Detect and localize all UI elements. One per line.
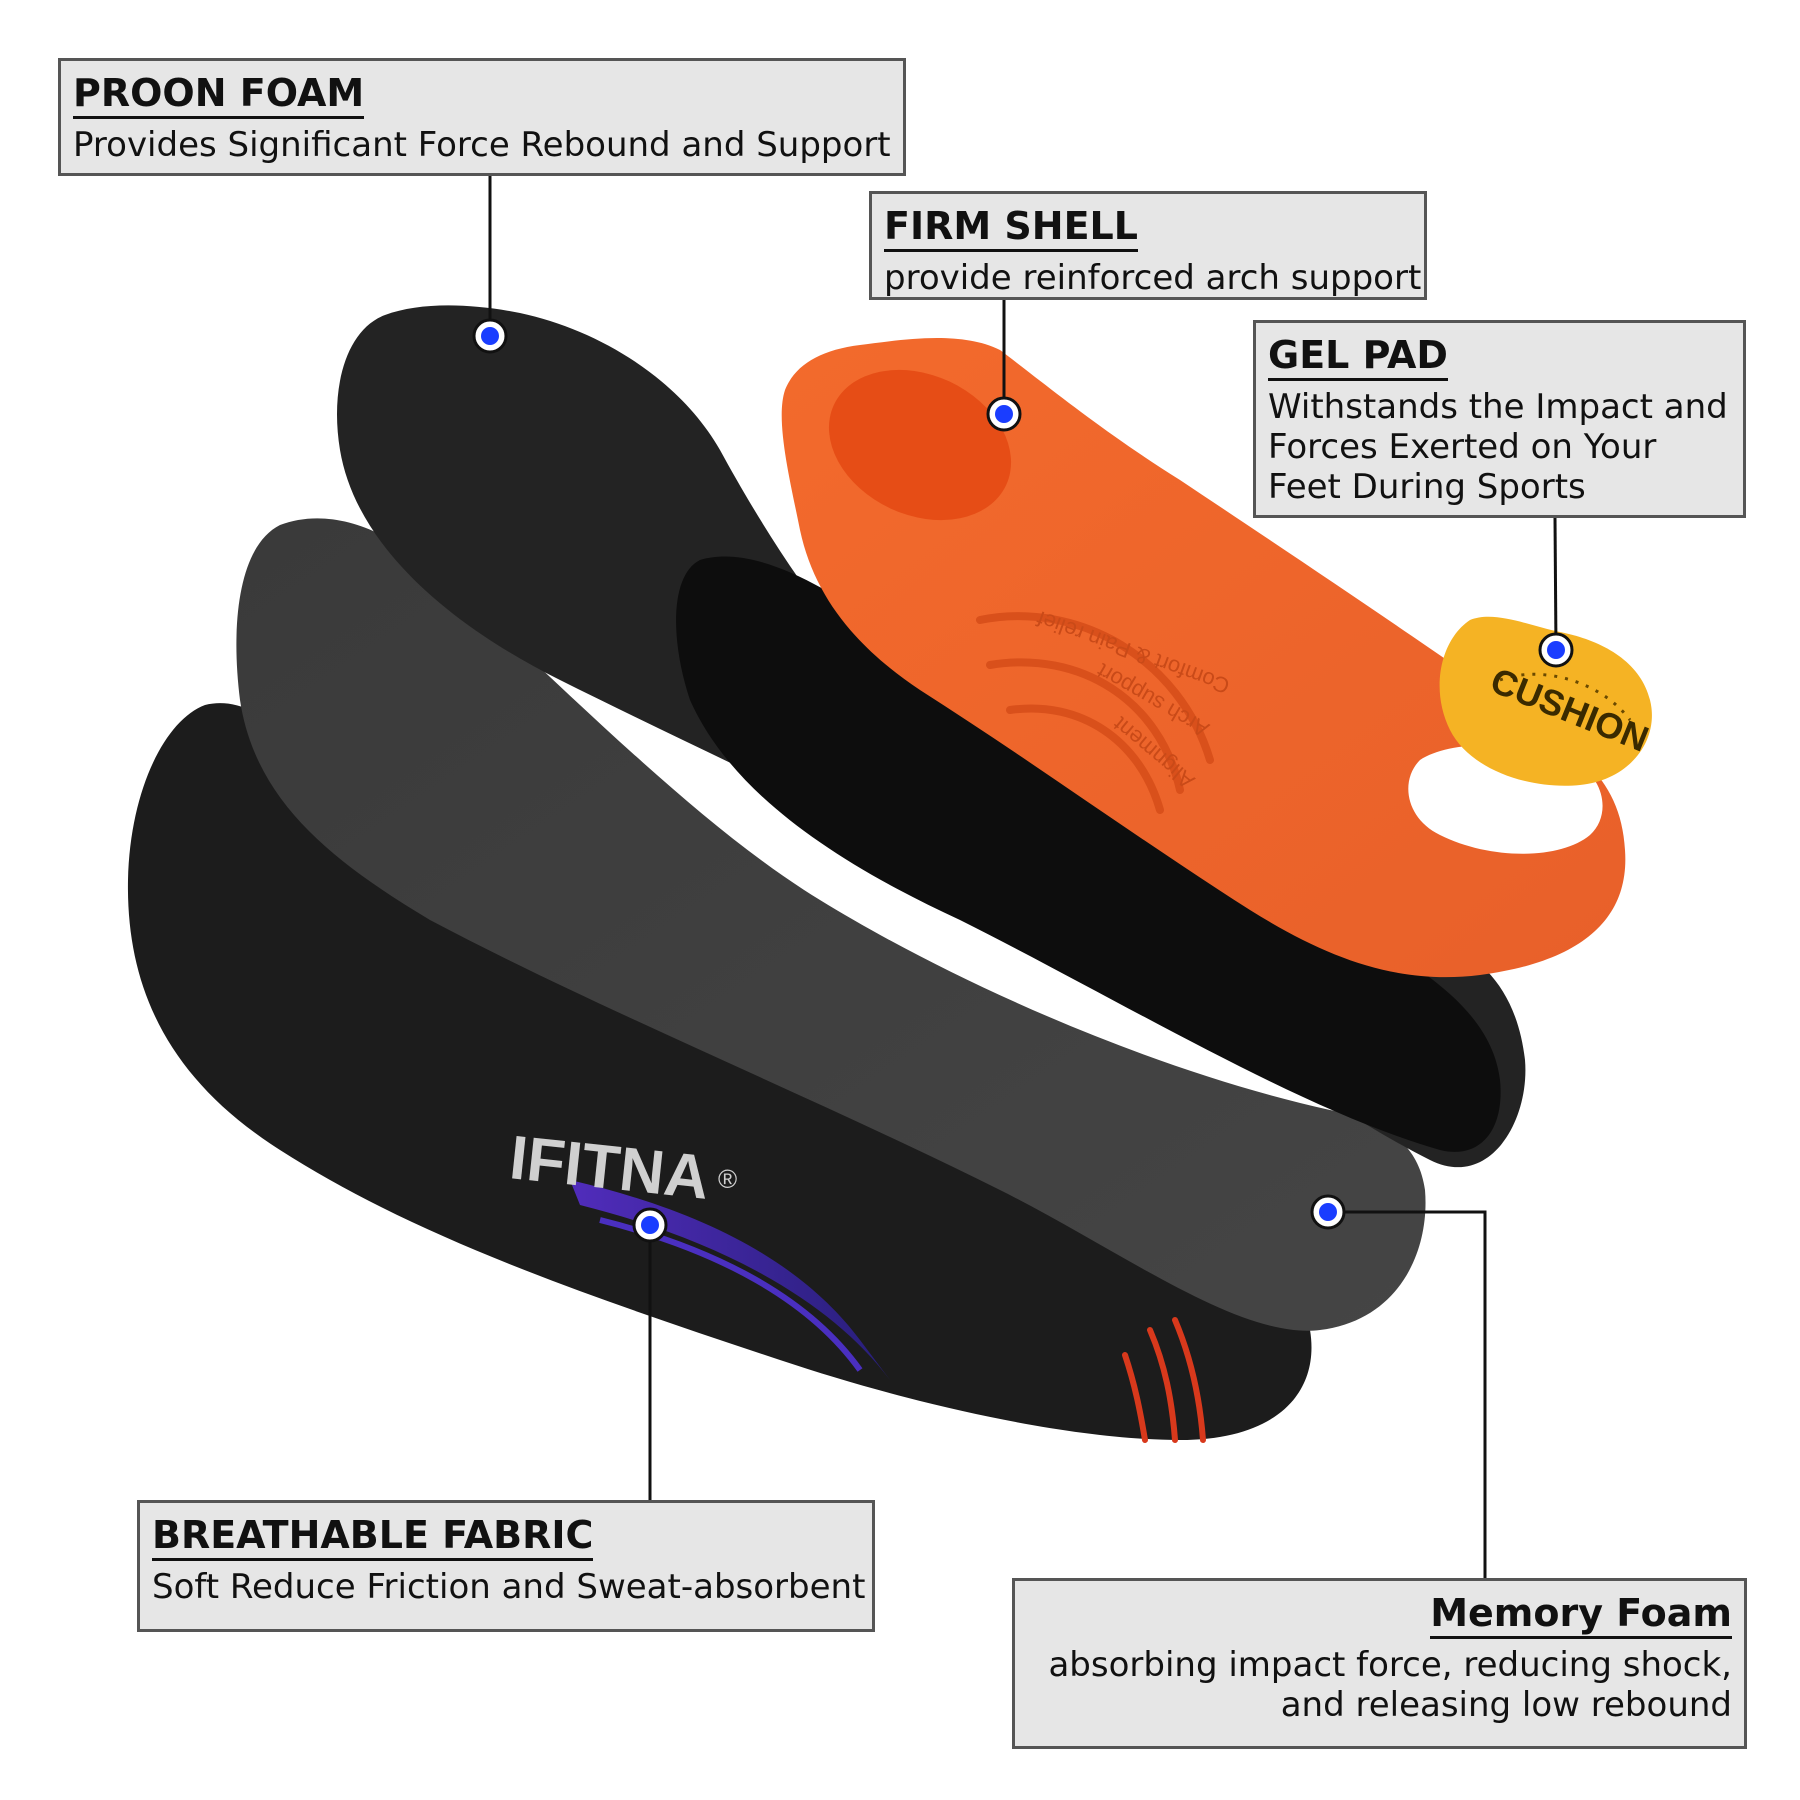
leader-lines [488,176,1558,1578]
callout-title: PROON FOAM [73,71,365,119]
callout-firm-shell: FIRM SHELL provide reinforced arch suppo… [869,191,1427,300]
callout-breathable-fabric: BREATHABLE FABRIC Soft Reduce Friction a… [137,1500,875,1632]
marker-dots [472,318,1574,1243]
fabric-stripes [570,1180,890,1380]
proon-foam-inner [676,556,1501,1152]
gel-pad [1439,616,1652,786]
callout-description: provide reinforced arch support [884,258,1422,298]
callout-memory-foam: Memory Foam absorbing impact force, redu… [1012,1578,1747,1749]
shell-embossed-arcs [976,612,1214,814]
callout-proon-foam: PROON FOAM Provides Significant Force Re… [58,58,906,176]
heel-accent-marks [1122,1317,1206,1443]
callout-title: Memory Foam [1430,1591,1732,1639]
callout-gel-pad: GEL PAD Withstands the Impact and Forces… [1253,320,1746,518]
memory-foam-layer [236,518,1426,1331]
callout-title: FIRM SHELL [884,204,1138,252]
callout-description: Soft Reduce Friction and Sweat-absorbent [152,1567,866,1607]
callout-title: GEL PAD [1268,333,1448,381]
shell-heel-cup [828,369,1012,521]
callout-description: Provides Significant Force Rebound and S… [73,125,891,165]
registered-mark: ® [718,1164,737,1194]
callout-description: Withstands the Impact and Forces Exerted… [1268,387,1728,507]
callout-title: BREATHABLE FABRIC [152,1513,594,1561]
callout-description: absorbing impact force, reducing shock, … [1048,1645,1732,1725]
